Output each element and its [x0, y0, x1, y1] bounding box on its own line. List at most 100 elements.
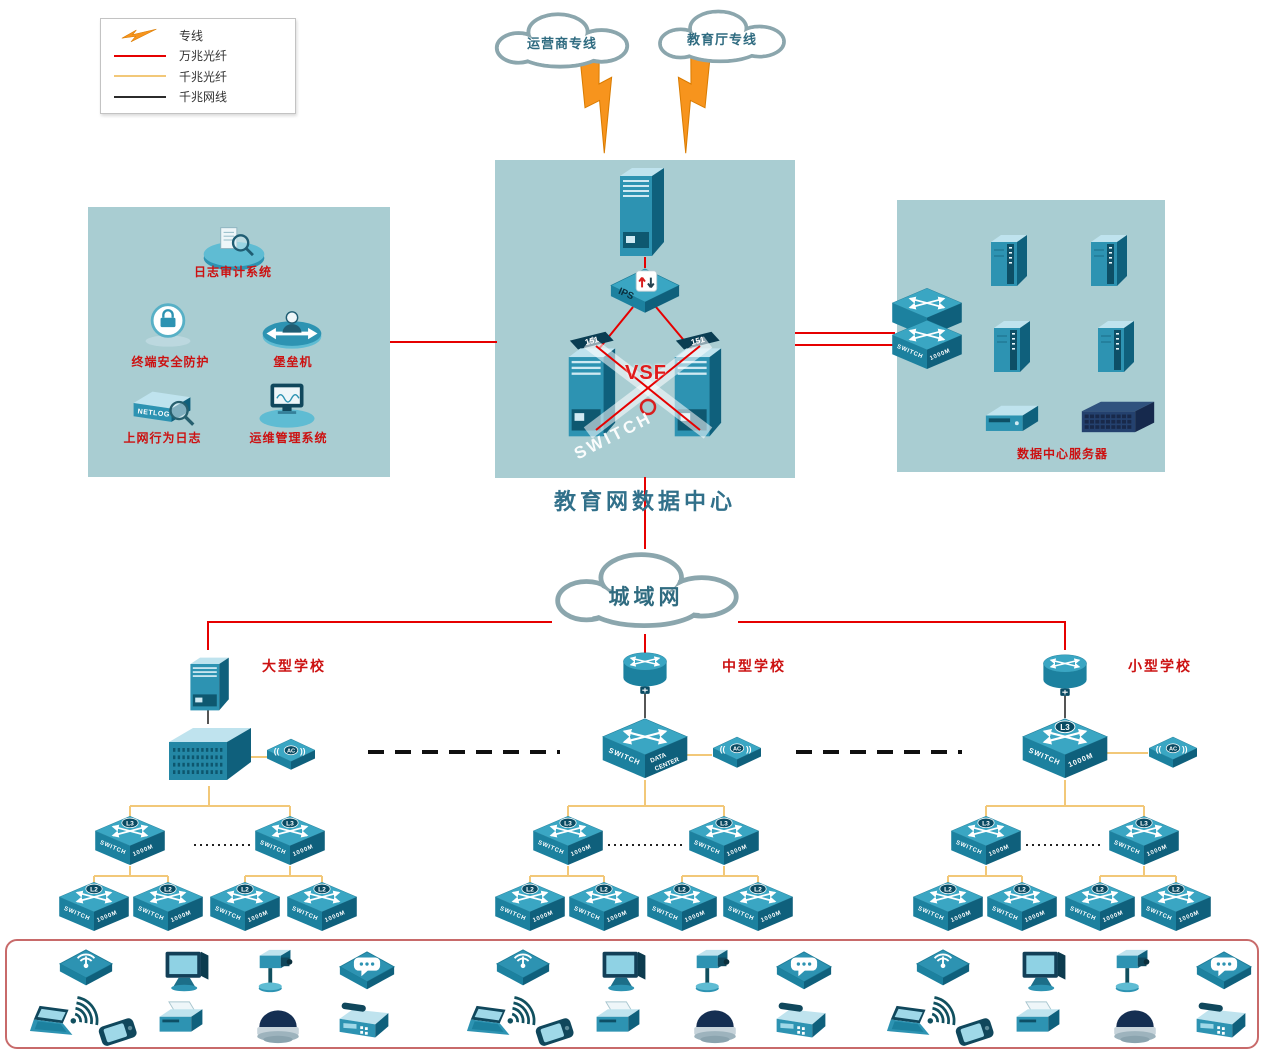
- dome-camera-icon: [689, 1002, 741, 1048]
- rack-server-icon: [1092, 316, 1140, 378]
- dome-camera-icon: [252, 1002, 304, 1048]
- legend-label: 千兆网线: [179, 90, 228, 105]
- desktop-monitor-icon: [1017, 948, 1071, 993]
- svg-text:L2: L2: [600, 886, 608, 893]
- rack-switch-icon: [1078, 396, 1158, 442]
- svg-text:AC: AC: [287, 749, 295, 755]
- laptop-icon: [885, 1004, 941, 1043]
- fax-phone-icon: [1191, 1000, 1251, 1043]
- ops-mgmt-label: 运维管理系统: [249, 431, 328, 445]
- printer-icon: [154, 1000, 208, 1041]
- 1g-copper-lines: [207, 694, 1066, 724]
- large-school-core-icon: [163, 722, 255, 788]
- rack-server-icon: [1085, 230, 1133, 292]
- server-zone-label: 数据中心服务器: [1016, 447, 1108, 461]
- svg-text:L3: L3: [720, 820, 728, 827]
- svg-text:((: ((: [720, 745, 726, 754]
- rack-server-icon: [988, 316, 1036, 378]
- carrier-cloud: 运营商专线: [483, 6, 641, 72]
- net-behavior-log-label: 上网行为日志: [123, 431, 202, 445]
- svg-text:AC: AC: [733, 747, 741, 753]
- cloud-icon: [494, 12, 630, 69]
- ac-controller-icon: (())AC: [710, 734, 764, 773]
- svg-text:L3: L3: [564, 820, 572, 827]
- legend-label: 专线: [179, 28, 204, 43]
- legend-label: 千兆光纤: [179, 69, 228, 84]
- svg-text:L2: L2: [318, 886, 326, 893]
- vsf-cross-link: [583, 336, 713, 439]
- ptz-camera-icon: [689, 946, 739, 998]
- svg-text:L2: L2: [1172, 886, 1180, 893]
- bastion-host-label: 堡垒机: [273, 355, 313, 369]
- smartphone-icon: [529, 1016, 581, 1050]
- rack-server-icon: [985, 230, 1033, 292]
- medium-school-router-icon: [618, 648, 672, 695]
- cloud-icon: [658, 9, 786, 64]
- log-audit-icon: [198, 222, 270, 273]
- wifi-signal-icon: [923, 988, 965, 1028]
- voip-chat-icon: [338, 950, 396, 997]
- large-school-server-icon: [184, 648, 232, 715]
- wlan-ap-icon: [58, 948, 114, 993]
- carrier-cloud-label: 运营商专线: [526, 35, 597, 51]
- endpoint-protection-label: 终端安全防护: [131, 355, 210, 369]
- laptop-icon: [465, 1004, 521, 1043]
- vsf-label: VSF: [625, 362, 667, 384]
- core-firewall-icon: [614, 164, 670, 260]
- desktop-monitor-icon: [597, 948, 651, 993]
- svg-text:L2: L2: [754, 886, 762, 893]
- large-school-label: 大型学校: [262, 658, 326, 674]
- wifi-signal-icon: [66, 988, 108, 1028]
- log-audit-label: 日志审计系统: [193, 265, 272, 279]
- black-line-icon: [111, 95, 169, 98]
- bastion-host-icon: [257, 308, 327, 355]
- wlan-ap-icon: [915, 948, 971, 993]
- legend: 专线 万兆光纤 千兆光纤 千兆网线: [100, 18, 296, 114]
- svg-text:L2: L2: [526, 886, 534, 893]
- desktop-monitor-icon: [160, 948, 214, 993]
- smartphone-icon: [949, 1016, 1001, 1050]
- ptz-camera-icon: [252, 946, 302, 998]
- fax-phone-icon: [771, 1000, 831, 1043]
- svg-text:L3: L3: [1140, 820, 1148, 827]
- svg-text:)): )): [1182, 745, 1188, 754]
- ips-device-icon: IPS: [607, 264, 683, 319]
- svg-text:L3: L3: [286, 820, 294, 827]
- svg-text:((: ((: [274, 747, 280, 756]
- lightning-bolt-icon: [111, 28, 169, 43]
- legend-row-10g: 万兆光纤: [111, 46, 285, 66]
- smartphone-icon: [92, 1016, 144, 1050]
- legend-row-dedicated: 专线: [111, 25, 285, 45]
- svg-text:AC: AC: [1169, 747, 1177, 753]
- legend-row-1g-fiber: 千兆光纤: [111, 66, 285, 86]
- wifi-signal-icon: [503, 988, 545, 1028]
- red-line-icon: [111, 54, 169, 57]
- laptop-icon: [28, 1004, 84, 1043]
- svg-text:L2: L2: [241, 886, 249, 893]
- printer-icon: [591, 1000, 645, 1041]
- ac-controller-icon: (())AC: [1146, 734, 1200, 773]
- svg-text:NETLOG: NETLOG: [137, 407, 170, 418]
- svg-text:L3: L3: [126, 820, 134, 827]
- svg-text:L2: L2: [678, 886, 686, 893]
- legend-row-1g-copper: 千兆网线: [111, 87, 285, 107]
- ac-controller-icon: (())AC: [264, 736, 318, 775]
- dome-camera-icon: [1109, 1002, 1161, 1048]
- legend-label: 万兆光纤: [179, 49, 228, 64]
- fax-phone-icon: [334, 1000, 394, 1043]
- svg-text:L2: L2: [944, 886, 952, 893]
